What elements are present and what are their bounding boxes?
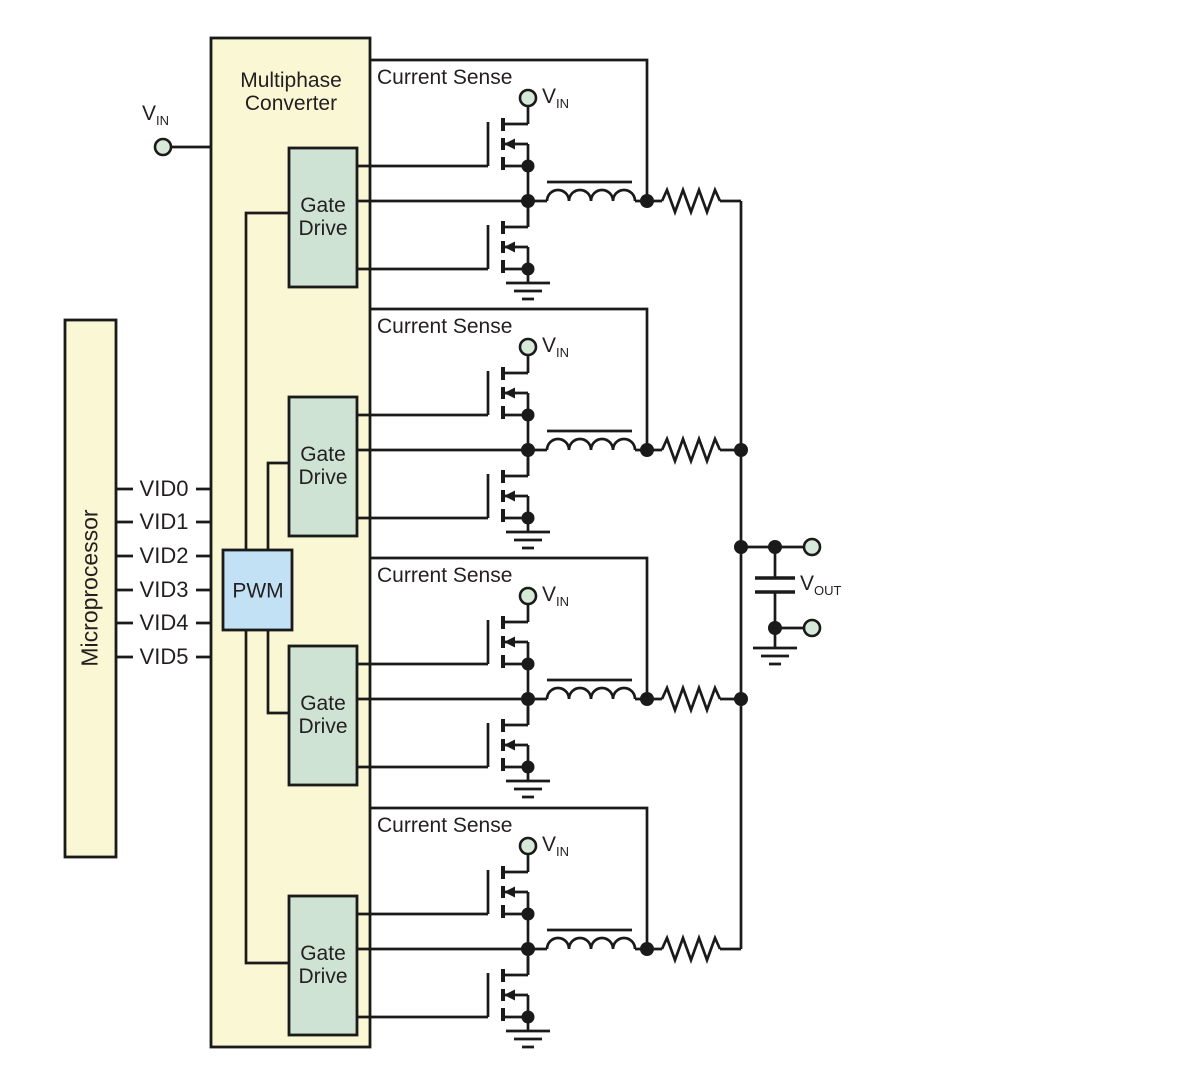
pin-label-vid4: VID4 bbox=[139, 609, 189, 635]
microprocessor-label: Microprocessor bbox=[76, 509, 103, 667]
pin-label-vid5: VID5 bbox=[139, 643, 189, 669]
vin-label-4: VIN bbox=[542, 833, 570, 860]
gate-drive-box-4 bbox=[287, 894, 359, 1037]
pin-label-vid0: VID0 bbox=[139, 475, 189, 501]
microprocessor-box bbox=[63, 318, 118, 859]
vout-terminal-positive bbox=[802, 537, 822, 557]
vin-input-label: VIN bbox=[142, 102, 170, 129]
output-ground-symbol bbox=[751, 646, 799, 666]
output-network bbox=[734, 201, 822, 949]
gate-drive-box-2 bbox=[287, 395, 359, 538]
pwm-label: PWM bbox=[232, 579, 284, 603]
current-sense-label-3: Current Sense bbox=[377, 564, 513, 587]
current-sense-label-4: Current Sense bbox=[377, 814, 513, 837]
current-sense-label-1: Current Sense bbox=[377, 66, 513, 89]
vout-terminal-negative bbox=[802, 618, 822, 638]
gate-drive-box-3 bbox=[287, 644, 359, 787]
vin-label-1: VIN bbox=[542, 85, 570, 112]
pin-label-vid2: VID2 bbox=[139, 542, 189, 568]
output-capacitor bbox=[755, 576, 795, 594]
gate-drive-box-1 bbox=[287, 146, 359, 289]
vin-label-2: VIN bbox=[542, 334, 570, 361]
pwm-wires bbox=[244, 211, 289, 965]
vout-label: VOUT bbox=[800, 572, 842, 599]
vin-label-3: VIN bbox=[542, 583, 570, 610]
pin-label-vid3: VID3 bbox=[139, 576, 189, 602]
vid-tick-lines bbox=[116, 487, 211, 659]
pwm-box bbox=[221, 548, 294, 632]
current-sense-label-2: Current Sense bbox=[377, 315, 513, 338]
pin-label-vid1: VID1 bbox=[139, 508, 189, 534]
vin-input-terminal bbox=[153, 137, 211, 157]
